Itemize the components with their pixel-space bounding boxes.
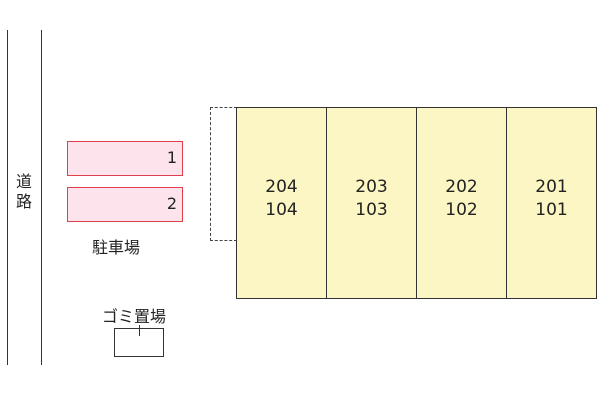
road-line-left (7, 30, 8, 365)
parking-slot-number: 1 (166, 148, 177, 167)
parking-label: 駐車場 (92, 238, 141, 257)
garbage-area-label: ゴミ置場 (102, 307, 167, 326)
road-line-right (41, 30, 42, 365)
unit-column: 202 102 (416, 108, 506, 298)
unit-number-upper: 203 (355, 177, 388, 197)
road-label-char-2: 路 (15, 192, 32, 211)
unit-number-upper: 201 (535, 177, 568, 197)
unit-number-lower: 101 (535, 200, 568, 220)
road-label-char-1: 道 (15, 172, 32, 191)
parking-slot-1: 1 (67, 141, 183, 176)
unit-column: 201 101 (506, 108, 596, 298)
unit-column: 203 103 (326, 108, 416, 298)
garbage-area (114, 325, 164, 357)
unit-number-upper: 204 (265, 177, 298, 197)
parking-slot-2: 2 (67, 187, 183, 222)
entrance-dashed-outline (210, 107, 237, 241)
apartment-building: 204 104 203 103 202 102 201 101 (236, 107, 597, 299)
garbage-area-marker (139, 325, 140, 336)
parking-slot-number: 2 (166, 194, 177, 213)
road-label: 道 路 (14, 172, 34, 212)
unit-number-upper: 202 (445, 177, 478, 197)
unit-number-lower: 102 (445, 200, 478, 220)
unit-column: 204 104 (237, 108, 326, 298)
unit-number-lower: 103 (355, 200, 388, 220)
unit-number-lower: 104 (265, 200, 298, 220)
